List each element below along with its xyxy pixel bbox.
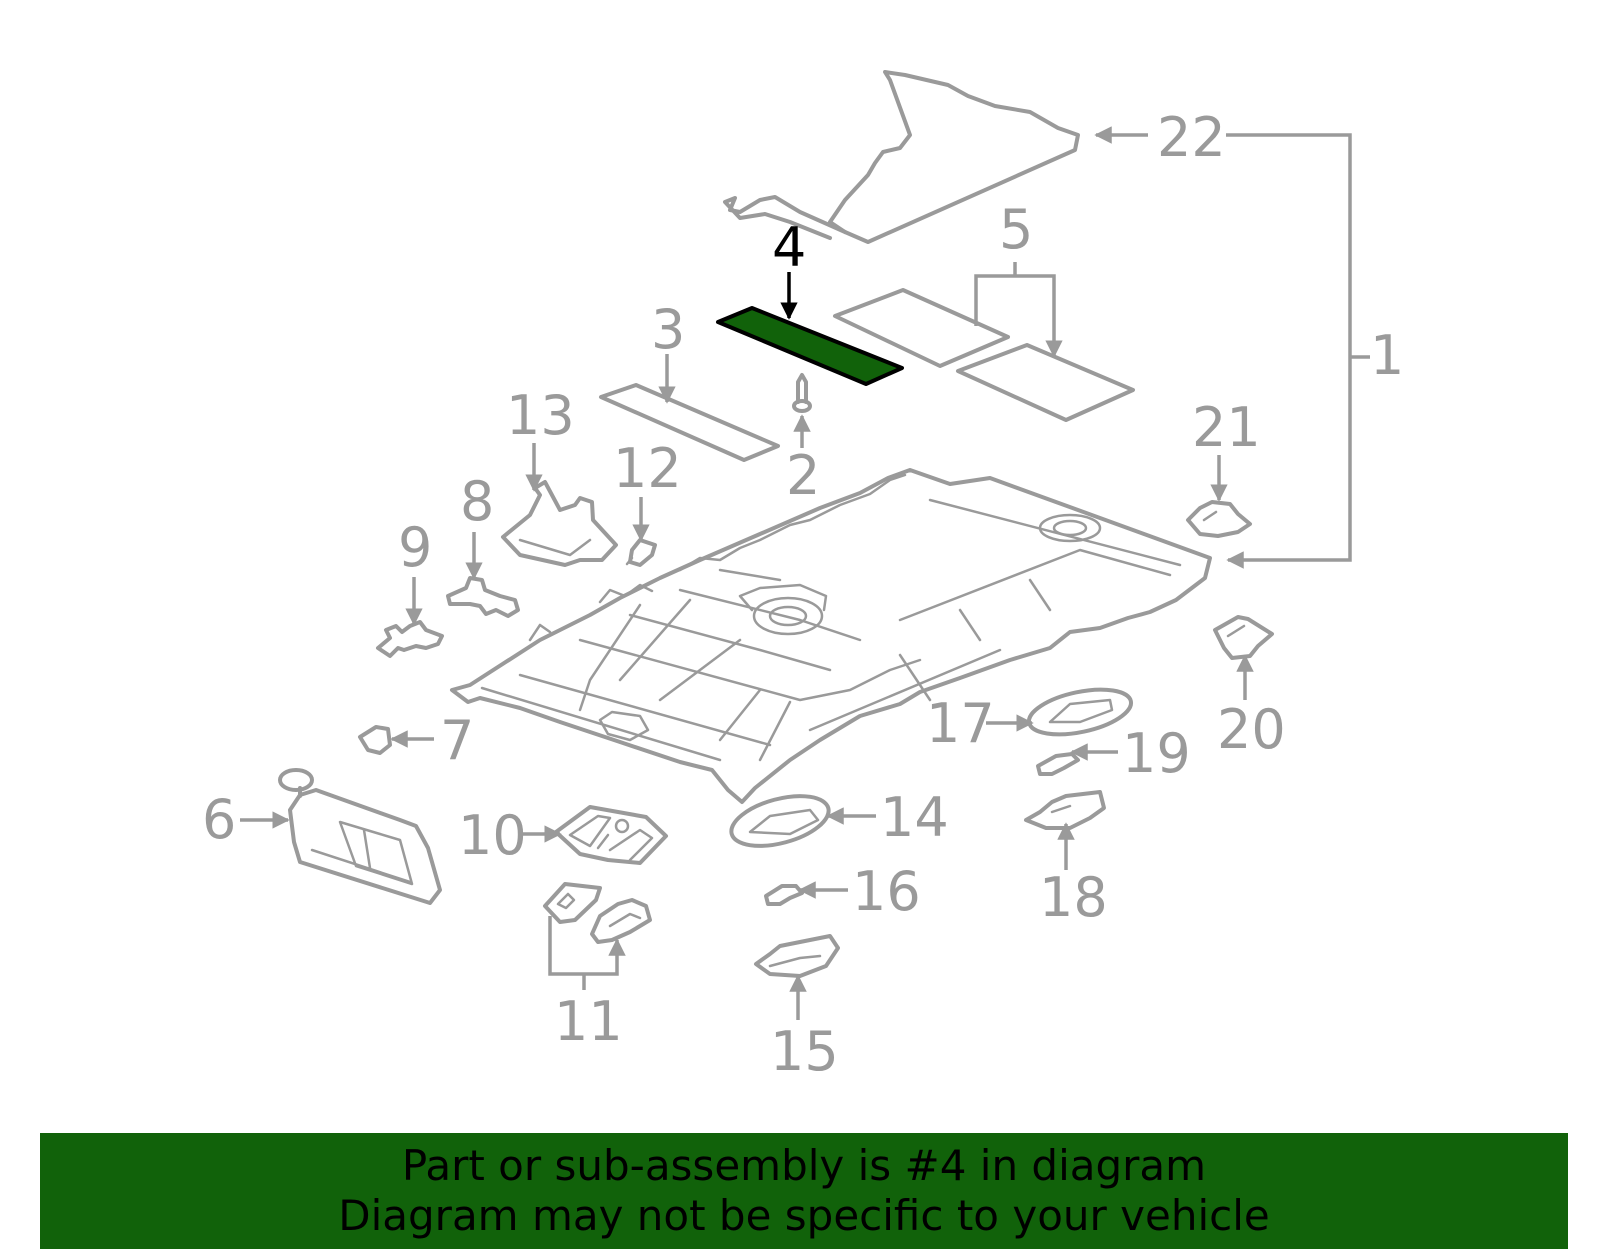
callout-11: 11 (554, 990, 623, 1053)
callout-6: 6 (202, 788, 236, 851)
callout-18: 18 (1039, 866, 1108, 929)
callout-17: 17 (926, 692, 995, 755)
part-7-clip (358, 725, 392, 755)
callout-1: 1 (1370, 324, 1404, 387)
callout-8: 8 (460, 470, 494, 533)
part-19-bulb (1036, 752, 1080, 776)
part-12-clip (625, 538, 657, 567)
callout-5: 5 (999, 198, 1033, 261)
leader-lines (240, 126, 1370, 1020)
info-banner: Part or sub-assembly is #4 in diagram Di… (40, 1133, 1568, 1249)
callout-21: 21 (1192, 396, 1261, 459)
callout-13: 13 (506, 384, 575, 447)
callout-14: 14 (880, 786, 949, 849)
callout-22: 22 (1157, 106, 1226, 169)
part-22-harness (723, 70, 1080, 244)
callout-4: 4 (772, 216, 806, 279)
banner-line-2: Diagram may not be specific to your vehi… (338, 1191, 1270, 1240)
part-14-lamp (729, 794, 831, 848)
callout-19: 19 (1122, 722, 1191, 785)
part-9-bracket (376, 620, 444, 658)
part-13-bracket (501, 480, 618, 567)
part-20-clip (1213, 615, 1274, 660)
part-17-lamp (1026, 687, 1134, 737)
part-16-bulb (764, 884, 804, 906)
callout-20: 20 (1217, 698, 1286, 761)
parts-diagram: 1 2 3 4 5 6 7 8 9 10 11 12 13 14 15 16 1… (202, 70, 1404, 1083)
part-21-hook (1186, 500, 1252, 538)
part-2-clip (792, 373, 812, 413)
callout-9: 9 (398, 516, 432, 579)
callout-10: 10 (458, 804, 527, 867)
callout-2: 2 (786, 444, 820, 507)
callout-labels: 1 2 3 4 5 6 7 8 9 10 11 12 13 14 15 16 1… (202, 106, 1404, 1083)
part-6-sunvisor (278, 768, 442, 905)
callout-3: 3 (651, 298, 685, 361)
part-15-lamp-housing (754, 934, 840, 978)
callout-15: 15 (770, 1020, 839, 1083)
part-5-pads (833, 288, 1135, 422)
part-10-console (554, 805, 668, 865)
callout-16: 16 (852, 860, 921, 923)
part-1-headliner (450, 468, 1212, 804)
callout-7: 7 (440, 709, 474, 772)
part-4-highlighted (716, 306, 904, 386)
part-8-bracket (446, 576, 520, 618)
banner-line-1: Part or sub-assembly is #4 in diagram (401, 1141, 1207, 1190)
callout-12: 12 (613, 437, 682, 500)
part-11-lamps (543, 882, 652, 944)
part-3-pad (599, 383, 780, 462)
part-18-lamp-housing (1024, 790, 1106, 830)
